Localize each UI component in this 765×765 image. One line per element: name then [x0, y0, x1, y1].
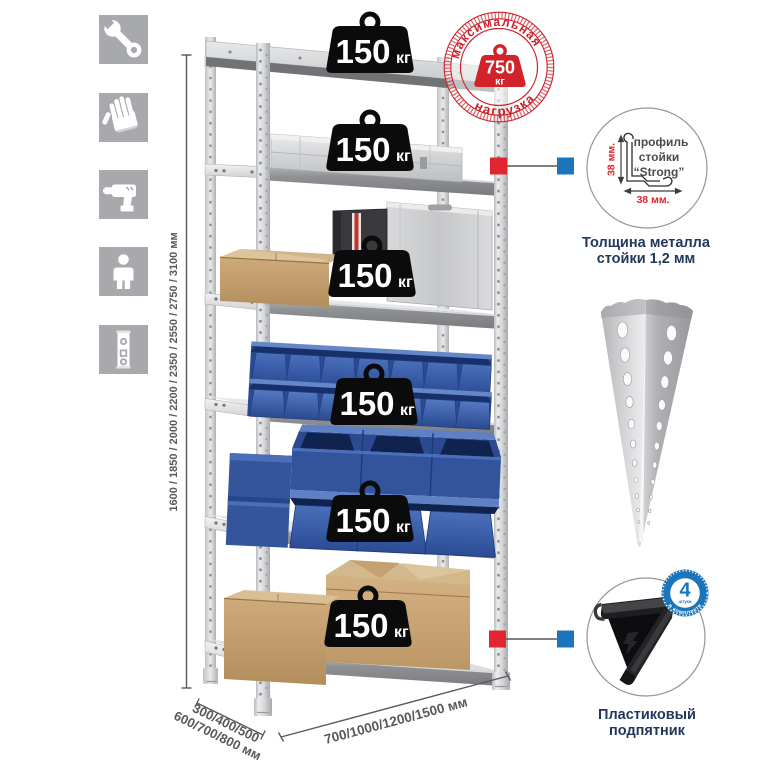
load-badge-value: 150 [339, 385, 394, 422]
stamp-weight-unit: кг [495, 76, 505, 88]
angle-post-photo [601, 299, 693, 547]
foot-detail: 4 штуки в комплекте Пластиковый подпятни… [586, 569, 709, 739]
marker-blue-bottom [557, 630, 574, 648]
callout-markers [489, 157, 574, 648]
load-badge-value: 150 [335, 33, 390, 70]
load-badge-5: 150 кг [326, 480, 414, 542]
load-badge-3: 150 кг [328, 235, 416, 297]
marker-red-bottom [489, 630, 506, 648]
badge-weight-body [326, 124, 414, 171]
marker-blue-top [557, 157, 574, 175]
width-dimension-label: 700/1000/1200/1500 мм [323, 694, 469, 747]
load-badge-value: 150 [333, 607, 388, 644]
profile-caption-line2: стойки 1,2 мм [597, 251, 696, 267]
angle-post-holes [616, 321, 677, 525]
max-load-stamp: максимальная нагрузка 750 кг [443, 8, 555, 123]
bin-row-top [290, 424, 502, 500]
wrench-icon [99, 14, 148, 64]
person-icon [99, 247, 148, 296]
small-blue-bins [247, 341, 493, 430]
profile-dim-arrows [617, 134, 683, 195]
depth-dimension [194, 698, 266, 740]
load-badge-value: 150 [335, 502, 390, 539]
load-badge-1: 150 кг [326, 11, 414, 73]
cardboard-box-shelf3 [219, 249, 345, 307]
load-badge-2: 150 кг [326, 109, 414, 171]
load-badge-4: 150 кг [330, 363, 418, 425]
load-badges: 150 кг 150 кг 150 кг 150 кг 150 кг [324, 11, 418, 647]
profile-caption-line1: Толщина металла [582, 235, 711, 251]
profile-text-line3: “Strong” [634, 165, 685, 179]
kit-badge-count: 4 [679, 580, 691, 602]
stamp-weight-value: 750 [485, 58, 515, 78]
profile-cross-section-drawing [623, 132, 673, 187]
profile-detail: 38 мм. 38 мм. профиль стойки “Strong” То… [582, 107, 711, 267]
foot-caption-line2: подпятник [609, 723, 686, 739]
assembly-icons [99, 14, 148, 374]
kit-count-badge: 4 штуки в комплекте [661, 569, 709, 617]
load-badge-6: 150 кг [324, 585, 412, 647]
badge-weight-body [328, 250, 416, 297]
profile-text-line1: профиль [634, 135, 689, 149]
load-badge-unit: кг [396, 50, 411, 67]
profile-text: профиль стойки “Strong” [634, 135, 689, 179]
load-badge-value: 150 [337, 257, 392, 294]
level-icon [99, 325, 148, 374]
profile-dim-horizontal-label: 38 мм. [636, 194, 669, 206]
width-dimension [277, 671, 512, 742]
load-badge-unit: кг [396, 519, 411, 536]
badge-weight-body [330, 378, 418, 425]
stamp-weight-icon: 750 кг [474, 44, 526, 88]
gloves-icon [99, 93, 148, 142]
foot-caption-line1: Пластиковый [598, 707, 696, 723]
plastic-foot-photo [593, 596, 674, 685]
marker-red-top [490, 157, 507, 175]
post-rear-left [203, 37, 218, 684]
badge-weight-body [326, 495, 414, 542]
load-badge-value: 150 [335, 131, 390, 168]
profile-dim-vertical-label: 38 мм. [605, 143, 617, 176]
drill-icon [99, 170, 148, 219]
load-badge-unit: кг [400, 402, 415, 419]
load-badge-unit: кг [394, 624, 409, 641]
box-left [223, 590, 340, 685]
load-badge-unit: кг [396, 148, 411, 165]
foot-caption: Пластиковый подпятник [598, 707, 696, 739]
badge-weight-body [324, 600, 412, 647]
height-dimension [181, 54, 192, 689]
badge-weight-body [326, 26, 414, 73]
profile-caption: Толщина металла стойки 1,2 мм [582, 235, 711, 267]
profile-text-line2: стойки [639, 150, 679, 164]
kit-badge-unit: штуки [679, 599, 692, 604]
height-dimension-label: 1600 / 1850 / 2000 / 2200 / 2350 / 2550 … [168, 232, 180, 511]
load-badge-unit: кг [398, 274, 413, 291]
